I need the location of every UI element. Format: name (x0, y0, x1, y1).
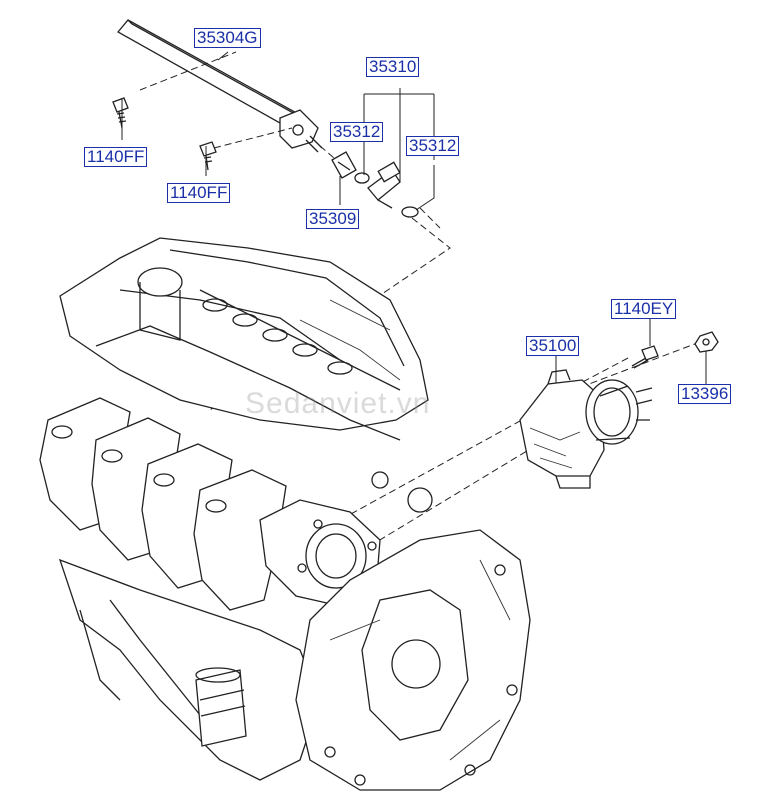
label-throttle-bolt[interactable]: 1140EY (611, 299, 677, 319)
rail-bolt-upper[interactable] (112, 97, 129, 129)
watermark: Sedanviet.vn (245, 387, 431, 420)
fuel-rail[interactable] (117, 19, 323, 153)
label-rail-bolt-upper[interactable]: 1140FF (84, 147, 148, 167)
label-throttle-body[interactable]: 35100 (526, 336, 580, 356)
rail-bolt-lower[interactable] (199, 141, 217, 171)
label-throttle-nut[interactable]: 13396 (678, 384, 732, 404)
label-fuel-rail[interactable]: 35304G (194, 28, 261, 48)
throttle-nut[interactable] (694, 331, 719, 353)
label-oring-left[interactable]: 35312 (330, 122, 384, 142)
throttle-bolt[interactable] (631, 345, 659, 369)
label-injector-clip[interactable]: 35309 (306, 209, 360, 229)
label-rail-bolt-lower[interactable]: 1140FF (167, 183, 231, 203)
oring-upper[interactable] (354, 172, 370, 184)
label-oring-right[interactable]: 35312 (406, 136, 460, 156)
label-injector-assembly[interactable]: 35310 (366, 57, 420, 77)
engine-assembly (39, 237, 531, 791)
throttle-body[interactable] (519, 369, 653, 489)
oring-lower[interactable] (401, 206, 419, 218)
fuel-injector[interactable] (367, 161, 401, 209)
injector-clip[interactable] (331, 151, 357, 179)
